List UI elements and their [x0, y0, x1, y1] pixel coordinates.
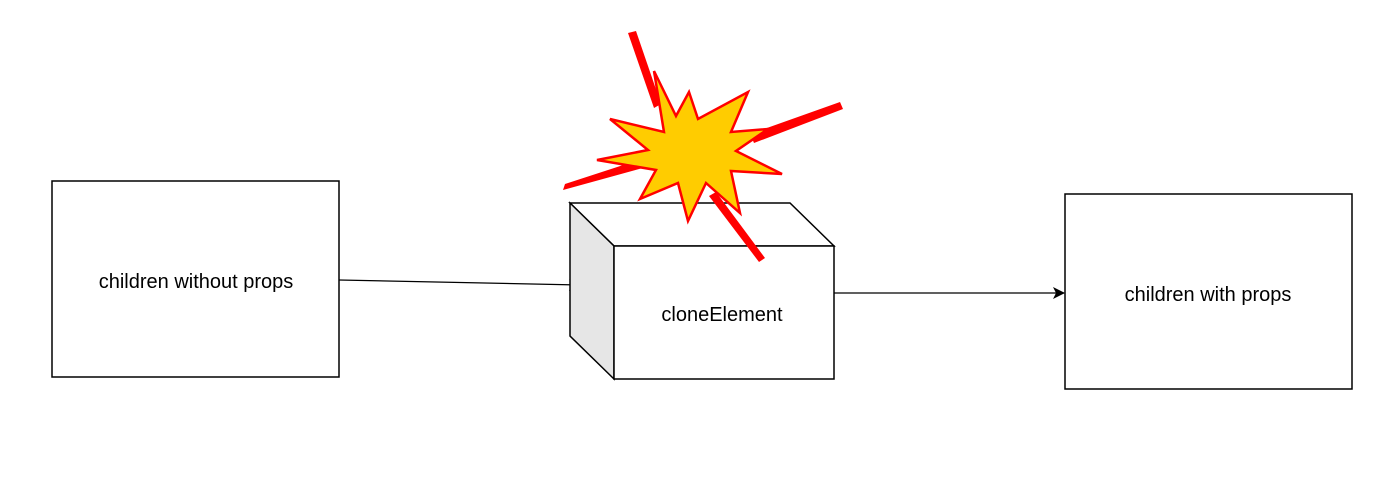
explosion-icon [563, 31, 843, 262]
explosion-burst [596, 70, 783, 225]
explosion-spike [628, 31, 661, 108]
node-box [1064, 193, 1353, 390]
node-children-with-props: children with props [1064, 193, 1353, 390]
node-label: cloneElement [661, 304, 783, 326]
explosion-spike [750, 102, 843, 143]
explosion-spike [709, 192, 765, 262]
node-box [51, 180, 340, 378]
node-children-without-props: children without props [51, 180, 340, 378]
node-label: children without props [99, 271, 294, 293]
cube-front-face [613, 245, 835, 380]
node-clone-element: cloneElement [568, 201, 836, 381]
cube-top-face [568, 202, 836, 247]
edge-arrow-input-to-clone [338, 278, 581, 291]
node-label: children with props [1125, 284, 1292, 306]
